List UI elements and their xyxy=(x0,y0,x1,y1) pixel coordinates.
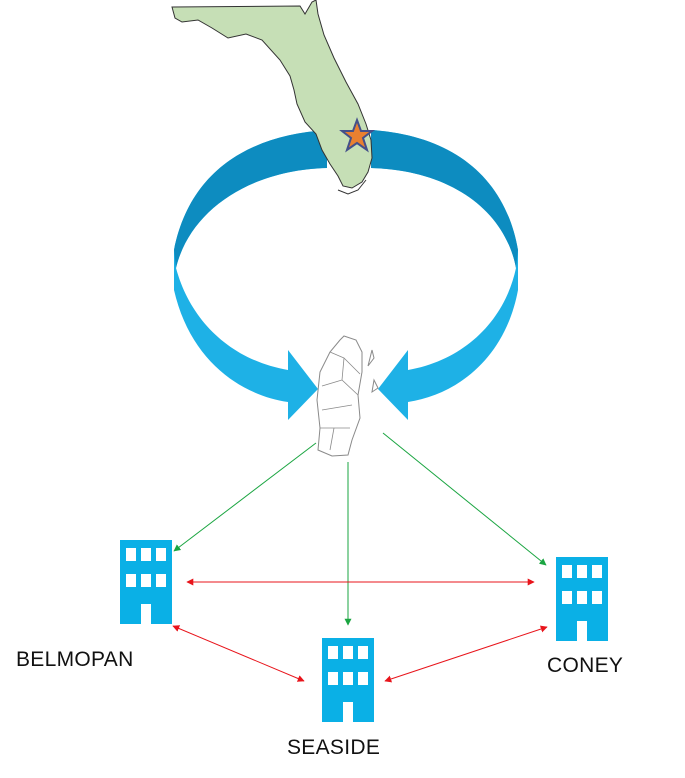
building-seaside xyxy=(322,638,374,722)
link-map-to-coney xyxy=(382,432,547,566)
florida-map-icon xyxy=(171,0,373,195)
link-belmopan-seaside xyxy=(172,625,305,682)
link-seaside-coney xyxy=(384,625,548,683)
star-marker-icon xyxy=(339,117,375,153)
link-map-to-belmopan xyxy=(173,442,317,552)
label-belmopan: BELMOPAN xyxy=(16,648,134,671)
belize-map-icon xyxy=(316,335,379,457)
label-seaside: SEASIDE xyxy=(287,736,381,759)
links-secondary xyxy=(172,578,548,683)
cycle-arrows xyxy=(174,130,518,420)
building-belmopan xyxy=(120,540,172,624)
florida-keys xyxy=(337,179,367,195)
cycle-arrow-right-inner xyxy=(371,130,518,268)
cycle-arrow-left-inner xyxy=(174,130,327,268)
links-primary xyxy=(173,432,547,626)
label-coney: CONEY xyxy=(547,654,624,677)
building-coney xyxy=(556,557,608,641)
